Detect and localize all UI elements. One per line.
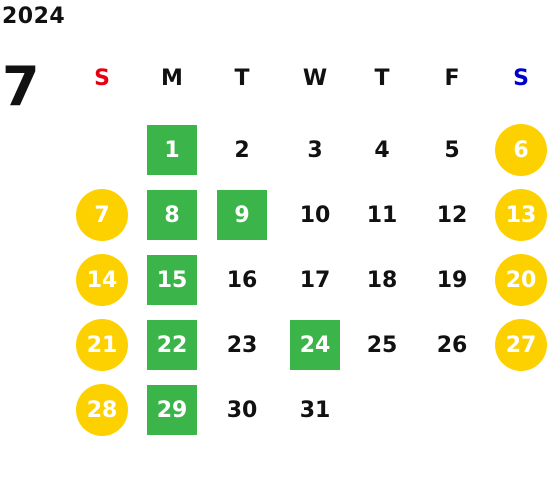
year-label: 2024 [2,4,66,29]
day-number: 31 [299,397,331,423]
weekday-thursday: T [374,66,390,91]
day-cell: 24 [288,319,342,371]
day-cell: 29 [145,384,199,436]
weekday-tuesday: T [234,66,250,91]
day-number: 16 [226,267,258,293]
day-cell: 21 [75,319,129,371]
day-number: 24 [299,332,331,358]
day-number: 15 [156,267,188,293]
day-number: 5 [444,137,460,163]
day-number: 21 [86,332,118,358]
day-number: 22 [156,332,188,358]
weekday-wednesday: W [302,66,328,91]
day-number: 6 [513,137,529,163]
day-cell: 26 [425,319,479,371]
weekday-saturday: S [513,66,529,91]
day-cell: 22 [145,319,199,371]
day-number: 2 [234,137,250,163]
day-number: 4 [374,137,390,163]
day-cell: 3 [288,124,342,176]
day-number: 23 [226,332,258,358]
day-cell: 7 [75,189,129,241]
day-number: 13 [505,202,537,228]
day-cell: 14 [75,254,129,306]
day-cell: 18 [355,254,409,306]
day-number: 11 [366,202,398,228]
day-cell: 11 [355,189,409,241]
day-number: 27 [505,332,537,358]
day-cell: 17 [288,254,342,306]
day-cell: 13 [494,189,548,241]
day-number: 9 [234,202,250,228]
day-number: 3 [307,137,323,163]
day-number: 18 [366,267,398,293]
day-cell: 16 [215,254,269,306]
day-cell: 25 [355,319,409,371]
day-number: 14 [86,267,118,293]
day-cell: 2 [215,124,269,176]
day-cell: 23 [215,319,269,371]
day-cell: 9 [215,189,269,241]
day-cell: 20 [494,254,548,306]
day-cell: 30 [215,384,269,436]
day-number: 7 [94,202,110,228]
day-number: 29 [156,397,188,423]
day-cell: 15 [145,254,199,306]
month-number: 7 [2,55,40,118]
day-cell: 19 [425,254,479,306]
day-number: 10 [299,202,331,228]
weekday-sunday: S [94,66,110,91]
weekday-monday: M [161,66,183,91]
day-cell: 5 [425,124,479,176]
day-number: 12 [436,202,468,228]
day-cell: 28 [75,384,129,436]
day-cell: 8 [145,189,199,241]
day-cell: 1 [145,124,199,176]
day-number: 17 [299,267,331,293]
day-cell: 4 [355,124,409,176]
day-cell: 31 [288,384,342,436]
day-number: 1 [164,137,180,163]
day-number: 25 [366,332,398,358]
day-number: 26 [436,332,468,358]
day-cell: 6 [494,124,548,176]
day-number: 28 [86,397,118,423]
day-number: 20 [505,267,537,293]
day-cell: 10 [288,189,342,241]
weekday-friday: F [444,66,460,91]
day-number: 8 [164,202,180,228]
day-cell: 27 [494,319,548,371]
day-cell: 12 [425,189,479,241]
day-number: 19 [436,267,468,293]
day-number: 30 [226,397,258,423]
